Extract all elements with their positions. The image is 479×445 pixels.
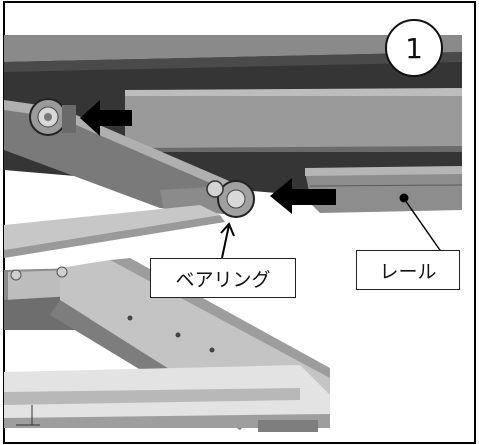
lower-frame bbox=[4, 258, 330, 432]
bearing-roller-mid bbox=[206, 180, 255, 218]
scissor-arm-lower bbox=[4, 205, 225, 258]
rail-label: レール bbox=[379, 260, 437, 283]
left-arrow-icon bbox=[270, 178, 336, 214]
bearing-leader-arrow bbox=[220, 222, 235, 259]
rail-callout: レール bbox=[356, 250, 460, 290]
left-arrow-icon bbox=[80, 100, 132, 136]
bearing-label: ベアリング bbox=[175, 268, 271, 291]
step-number-badge: 1 bbox=[385, 19, 443, 77]
bearing-callout: ベアリング bbox=[150, 258, 296, 298]
bearing-roller-upper bbox=[29, 98, 76, 136]
rail-leader-line bbox=[399, 193, 443, 254]
step-number: 1 bbox=[405, 31, 423, 65]
